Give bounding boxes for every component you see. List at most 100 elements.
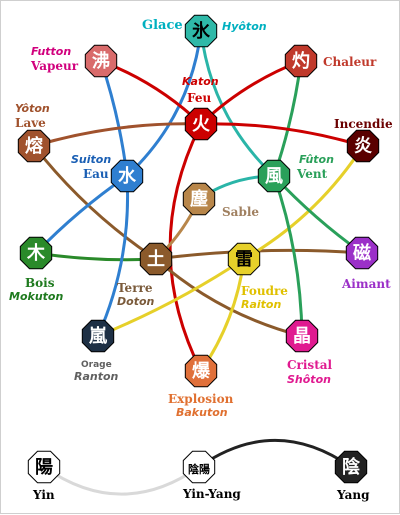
- node-katon: 火: [184, 107, 218, 141]
- node-yin: 陽: [27, 450, 61, 484]
- katon-label: Katon: [182, 75, 219, 88]
- node-cristal: 晶: [285, 319, 319, 353]
- futton-label: Futton: [31, 45, 72, 58]
- bakuton-label: Bakuton: [176, 406, 228, 419]
- connection-vent-glace: [199, 30, 276, 178]
- connection-katon-explosion: [168, 123, 203, 372]
- node-sable-shape: [182, 182, 216, 216]
- node-yang-kanji: 陰: [342, 456, 361, 478]
- node-sable: 塵: [182, 182, 216, 216]
- node-eau: 水: [110, 159, 144, 193]
- glace-label: Glace: [142, 18, 183, 33]
- connection-eau-orage: [96, 175, 130, 337]
- node-incendie-kanji: 炎: [354, 136, 372, 157]
- bois-label: Bois: [25, 276, 55, 290]
- explosion-label: Explosion: [168, 392, 234, 406]
- hyoton-label: Hyôton: [222, 20, 267, 33]
- connection-terre-cristal: [155, 257, 303, 338]
- node-terre-shape: [139, 242, 173, 276]
- node-futton: 沸: [84, 44, 118, 78]
- node-lave-kanji: 熔: [25, 135, 44, 157]
- node-incendie-shape: [346, 129, 380, 163]
- node-yang-shape: [334, 450, 368, 484]
- node-bois-kanji: 木: [26, 242, 46, 264]
- node-futton-shape: [84, 44, 118, 78]
- node-katon-kanji: 火: [192, 114, 211, 135]
- suiton-label: Suiton: [71, 153, 112, 166]
- foudre-label: Foudre: [241, 284, 288, 298]
- node-orage-kanji: 嵐: [89, 326, 108, 347]
- raiton-label: Raiton: [241, 298, 282, 311]
- node-incendie: 炎: [346, 129, 380, 163]
- connection-foudre-explosion: [199, 258, 246, 372]
- mokuton-label: Mokuton: [9, 290, 64, 303]
- ranton-label: Ranton: [74, 370, 119, 383]
- node-glace-shape: [184, 14, 218, 48]
- yang-label: Yang: [337, 488, 370, 502]
- vapeur-label: Vapeur: [31, 59, 79, 73]
- node-explosion: 爆: [184, 354, 218, 388]
- node-foudre: 雷: [227, 242, 261, 276]
- eau-label: Eau: [83, 167, 109, 181]
- node-eau-kanji: 水: [118, 165, 137, 187]
- connection-eau-glace: [125, 30, 203, 178]
- node-aimant-kanji: 磁: [353, 242, 371, 264]
- connection-yin-yinyang: [43, 465, 200, 496]
- node-glace: 氷: [184, 14, 218, 48]
- cristal-label: Cristal: [287, 358, 333, 372]
- node-yinyang-shape: [182, 450, 216, 484]
- node-katon-shape: [184, 107, 218, 141]
- node-terre: 土: [139, 242, 173, 276]
- element-nodes: 氷沸 灼火熔 炎水 風塵木 土 雷 磁嵐爆 晶陽 陰陽 陰: [17, 14, 380, 484]
- node-sable-kanji: 塵: [190, 188, 208, 210]
- connection-vent-cristal: [272, 175, 304, 337]
- node-vent-kanji: 風: [265, 166, 283, 187]
- lave-label: Lave: [15, 116, 46, 130]
- node-bois: 木: [19, 236, 53, 270]
- yinyang-label: Yin-Yang: [183, 487, 241, 501]
- orage-label: Orage: [81, 360, 112, 370]
- node-aimant: 磁: [345, 236, 379, 270]
- connection-lave-terre: [32, 145, 157, 261]
- futon-label: Fûton: [299, 153, 334, 166]
- connection-eau-bois: [34, 174, 128, 255]
- node-eau-shape: [110, 159, 144, 193]
- feu-label: Feu: [187, 91, 212, 105]
- node-cristal-kanji: 晶: [293, 326, 311, 347]
- node-orage-shape: [81, 319, 115, 353]
- node-yinyang-kanji: 陰陽: [188, 462, 210, 476]
- yin-label: Yin: [33, 488, 55, 502]
- node-aimant-shape: [345, 236, 379, 270]
- node-yin-shape: [27, 450, 61, 484]
- node-lave-shape: [17, 129, 51, 163]
- node-yang: 陰: [334, 450, 368, 484]
- terre-label: Terre: [117, 281, 153, 295]
- sable-label: Sable: [222, 205, 260, 219]
- node-chaleur-kanji: 灼: [292, 50, 310, 72]
- node-yin-kanji: 陽: [35, 457, 53, 478]
- node-glace-kanji: 氷: [192, 20, 211, 42]
- shoton-label: Shôton: [287, 373, 331, 386]
- node-orage: 嵐: [81, 319, 115, 353]
- node-foudre-shape: [227, 242, 261, 276]
- node-explosion-kanji: 爆: [192, 361, 211, 382]
- connection-orage-foudre: [97, 257, 245, 338]
- node-chaleur-shape: [284, 44, 318, 78]
- node-vent: 風: [257, 159, 291, 193]
- vent-label: Vent: [297, 167, 328, 181]
- yoton-label: Yôton: [15, 102, 50, 115]
- connection-vent-chaleur: [272, 60, 303, 177]
- node-yinyang: 陰陽: [182, 450, 216, 484]
- incendie-label: Incendie: [334, 117, 393, 131]
- connection-bois-terre: [35, 251, 157, 262]
- node-futton-kanji: 沸: [92, 50, 110, 72]
- connection-katon-incendie: [200, 122, 364, 148]
- chaleur-label: Chaleur: [323, 55, 377, 69]
- node-vent-shape: [257, 159, 291, 193]
- aimant-label: Aimant: [342, 277, 391, 291]
- node-explosion-shape: [184, 354, 218, 388]
- node-foudre-kanji: 雷: [235, 249, 253, 270]
- connection-yinyang-yang: [198, 438, 352, 469]
